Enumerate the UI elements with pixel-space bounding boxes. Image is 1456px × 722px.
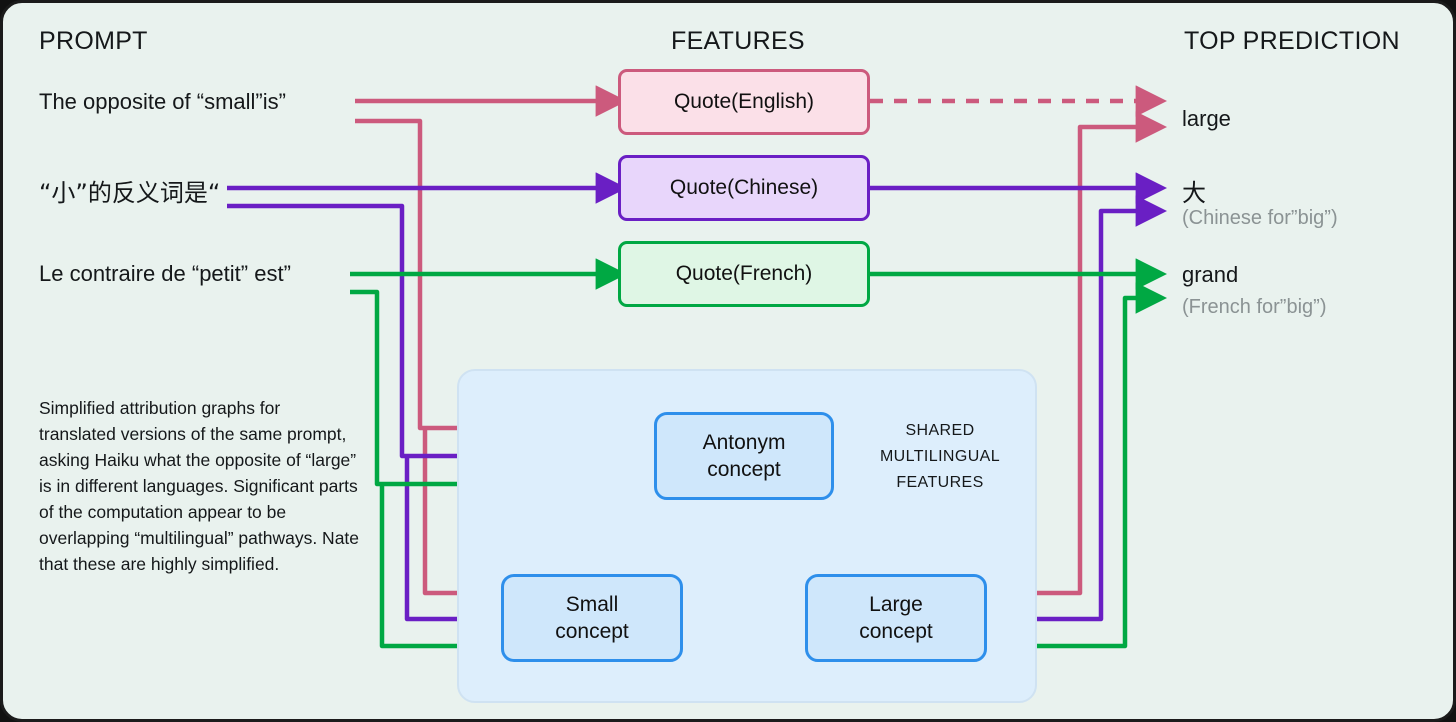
concept-label-antonym-line2: concept — [707, 458, 781, 481]
prediction-word-da: 大 — [1182, 179, 1206, 207]
prediction-word-grand: grand — [1182, 262, 1239, 287]
concept-label-small-line1: Small — [565, 593, 619, 616]
column-header-prompt: PROMPT — [39, 27, 148, 55]
feature-box-quote-french[interactable]: Quote(French) — [618, 241, 870, 307]
edge-french-large-to-output — [986, 282, 1168, 649]
concept-box-small[interactable]: Small concept — [501, 574, 683, 662]
edge-chinese-large-to-output — [986, 195, 1168, 622]
feature-box-quote-chinese[interactable]: Quote(Chinese) — [618, 155, 870, 221]
shared-zone-label-line3: FEATURES — [896, 474, 984, 491]
concept-label-antonym-line1: Antonym — [702, 431, 786, 454]
edge-french-prompt-to-small — [379, 484, 517, 662]
feature-box-quote-english[interactable]: Quote(English) — [618, 69, 870, 135]
column-header-features: FEATURES — [671, 27, 805, 55]
prompt-text-chinese: “小”的反义词是“ — [39, 179, 221, 207]
shared-zone-label-line1: SHARED — [905, 422, 975, 439]
concept-box-antonym[interactable]: Antonym concept — [654, 412, 834, 500]
feature-label-quote-french: Quote(French) — [675, 262, 813, 285]
shared-zone-label-line2: MULTILINGUAL — [879, 448, 1001, 465]
feature-label-quote-english: Quote(English) — [673, 90, 815, 113]
concept-label-large-line1: Large — [869, 593, 923, 616]
concept-label-small-line2: concept — [555, 620, 629, 643]
prompt-text-french: Le contraire de “petit” est” — [39, 261, 291, 286]
prediction-word-large: large — [1182, 106, 1231, 131]
prediction-gloss-da: (Chinese for”big”) — [1182, 207, 1338, 229]
figure-caption: Simplified attribution graphs for transl… — [39, 398, 360, 574]
prompt-text-english: The opposite of “small”is” — [39, 89, 286, 114]
feature-label-quote-chinese: Quote(Chinese) — [669, 176, 819, 199]
prediction-gloss-grand: (French for”big”) — [1182, 296, 1327, 318]
column-header-top-prediction: TOP PREDICTION — [1184, 27, 1400, 55]
concept-box-large[interactable]: Large concept — [805, 574, 987, 662]
concept-label-large-line2: concept — [859, 620, 933, 643]
shared-zone-label: SHARED MULTILINGUAL FEATURES — [865, 418, 1015, 496]
